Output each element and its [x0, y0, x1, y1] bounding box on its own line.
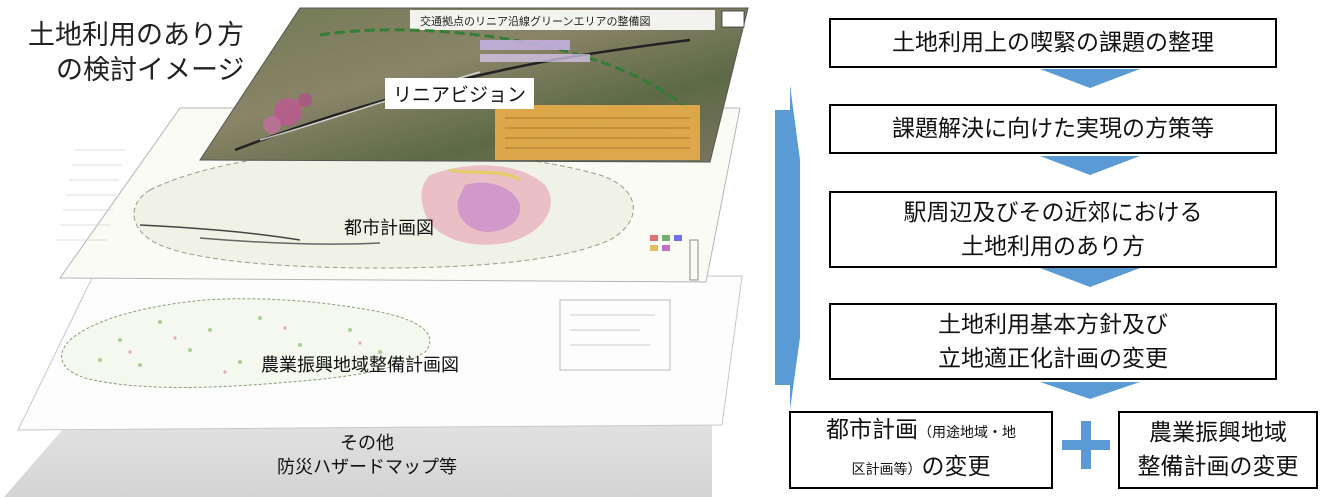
flow-down-arrow-4: [1040, 382, 1140, 399]
city-plan-label: 都市計画図: [344, 218, 434, 239]
caption-line-2: の検討イメージ: [56, 55, 245, 86]
linear-vision-header-text: 交通拠点のリニア沿線グリーンエリアの整備図: [420, 14, 650, 28]
agri-plan-label: 農業振興地域整備計画図: [261, 355, 459, 376]
city-plan-change-main-1: 都市計画: [826, 417, 918, 443]
city-plan-change-main-2: の変更: [921, 454, 991, 480]
linear-vision-label: リニアビジョン: [385, 78, 535, 109]
agri-layer-sheet: [17, 275, 743, 431]
city-plan-change-note-2: 区計画等）: [851, 462, 922, 478]
other-layer-label: その他 防災ハザードマップ等: [272, 432, 462, 480]
flow-step-2: 課題解決に向けた実現の方策等: [829, 104, 1277, 154]
flow-step-4-line-1: 土地利用基本方針及び: [938, 311, 1168, 338]
flow-city-plan-change: 都市計画（用途地域・地 区計画等）の変更: [789, 411, 1053, 489]
agri-plan-change-line-1: 農業振興地域: [1149, 420, 1287, 446]
diagram-caption: 土地利用のあり方 の検討イメージ: [28, 18, 244, 88]
flow-step-1-text: 土地利用上の喫緊の課題の整理: [892, 30, 1214, 56]
flow-step-4: 土地利用基本方針及び 立地適正化計画の変更: [829, 303, 1277, 380]
flow-step-2-text: 課題解決に向けた実現の方策等: [892, 116, 1214, 142]
flow-step-3-line-1: 駅周辺及びその近郊における: [903, 199, 1203, 226]
city-plan-change-note-1: （用途地域・地: [918, 425, 1016, 441]
plus-icon: [1054, 414, 1118, 478]
other-layer-label-line-1: その他: [340, 433, 394, 454]
flow-step-3-line-2: 土地利用のあり方: [961, 233, 1145, 260]
flow-down-arrow-3: [1040, 268, 1140, 287]
flow-big-arrow: [775, 85, 800, 410]
flow-agri-plan-change: 農業振興地域 整備計画の変更: [1118, 411, 1318, 489]
flow-down-arrow-2: [1040, 156, 1140, 175]
other-layer-label-line-2: 防災ハザードマップ等: [277, 457, 457, 478]
flow-down-arrow-1: [1040, 69, 1140, 88]
flow-arrows: [1040, 69, 1140, 399]
flow-step-3: 駅周辺及びその近郊における 土地利用のあり方: [829, 191, 1277, 268]
caption-line-1: 土地利用のあり方: [28, 20, 244, 51]
layered-maps-illustration: 交通拠点のリニア沿線グリーンエリアの整備図: [4, 7, 800, 497]
agri-plan-change-line-2: 整備計画の変更: [1137, 454, 1299, 480]
flow-step-1: 土地利用上の喫緊の課題の整理: [829, 18, 1277, 68]
flow-step-4-line-2: 立地適正化計画の変更: [938, 345, 1168, 372]
